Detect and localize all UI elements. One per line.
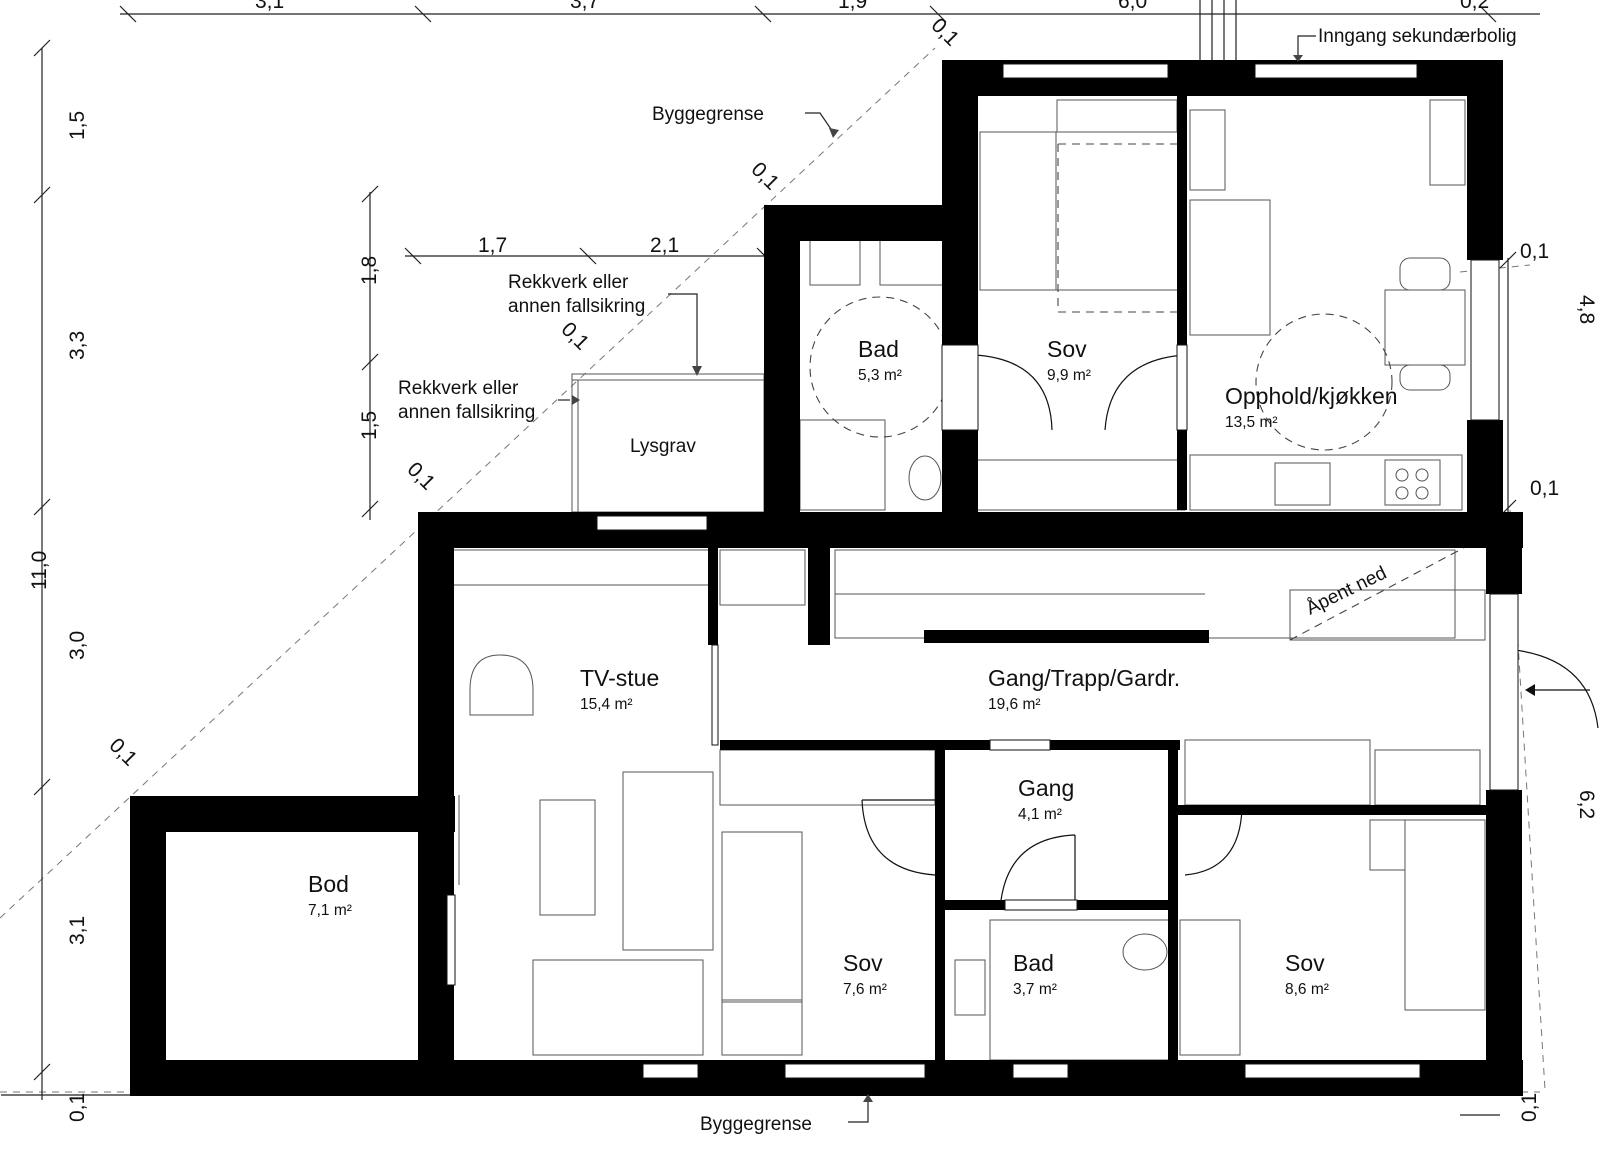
room-gang-area: 4,1 m² <box>1018 806 1062 823</box>
dim-left-5: 0,1 <box>66 1093 89 1122</box>
dim-upper-2: 2,1 <box>650 234 679 257</box>
dim-top-3: 1,9 <box>838 0 867 13</box>
dim-right-3: 0,1 <box>1518 1093 1541 1122</box>
rekkverk-1-line-b: annen fallsikring <box>508 296 645 317</box>
dimension-labels: 3,1 3,7 1,9 6,0 0,2 1,7 2,1 1,5 3,3 11,0… <box>28 0 1598 1122</box>
room-bod-name: Bod <box>308 871 349 897</box>
room-bod-area: 7,1 m² <box>308 902 352 919</box>
room-sov-b-area: 8,6 m² <box>1285 981 1329 998</box>
room-bad-top-name: Bad <box>858 336 899 362</box>
dim-left-4: 3,1 <box>66 916 89 945</box>
dim-off-5: 0,1 <box>105 734 142 771</box>
room-opphold-name: Opphold/kjøkken <box>1225 383 1398 409</box>
byggegrense-bottom-label: Byggegrense <box>700 1114 812 1135</box>
dim-mid-1: 1,8 <box>358 256 381 285</box>
room-sov-a-area: 7,6 m² <box>843 981 887 998</box>
inngang-label: Inngang sekundærbolig <box>1318 26 1517 47</box>
room-sov-top-area: 9,9 m² <box>1047 367 1091 384</box>
room-sov-b-name: Sov <box>1285 950 1325 976</box>
dim-off-1: 0,1 <box>927 14 964 51</box>
setback-lines <box>0 47 1546 1093</box>
dim-mid-2: 1,5 <box>358 411 381 440</box>
dim-off-6: 0,1 <box>1520 240 1549 263</box>
dim-left-total: 11,0 <box>28 551 51 590</box>
room-opphold-area: 13,5 m² <box>1225 414 1278 431</box>
room-bad-top-area: 5,3 m² <box>858 367 902 384</box>
room-tvstue-area: 15,4 m² <box>580 696 633 713</box>
walls <box>130 60 1523 1096</box>
apent-ned-label: Åpent ned <box>1303 563 1390 620</box>
lysgrav-label: Lysgrav <box>630 436 696 457</box>
dim-right-2: 6,2 <box>1575 790 1598 819</box>
dim-top-4: 6,0 <box>1118 0 1147 13</box>
rekkverk-2-line-a: Rekkverk eller <box>398 378 519 399</box>
annotations: Byggegrense Rekkverk eller annen fallsik… <box>398 26 1517 1135</box>
room-bad-small-area: 3,7 m² <box>1013 981 1057 998</box>
rekkverk-2-line-b: annen fallsikring <box>398 402 535 423</box>
dim-top-5: 0,2 <box>1460 0 1489 13</box>
room-bad-small-name: Bad <box>1013 950 1054 976</box>
dim-off-3: 0,1 <box>557 318 594 355</box>
dim-upper-1: 1,7 <box>478 234 507 257</box>
room-sov-top-name: Sov <box>1047 336 1087 362</box>
dim-off-7: 0,1 <box>1530 477 1559 500</box>
entrance-arrow <box>1525 684 1590 696</box>
dim-off-2: 0,1 <box>747 158 784 195</box>
dim-left-1: 1,5 <box>66 111 89 140</box>
dimension-lines <box>1 0 1540 1116</box>
room-gang-trapp-area: 19,6 m² <box>988 696 1041 713</box>
byggegrense-top-label: Byggegrense <box>652 104 764 125</box>
dim-off-4: 0,1 <box>403 458 440 495</box>
dim-left-2: 3,3 <box>66 331 89 360</box>
room-gang-name: Gang <box>1018 775 1074 801</box>
dim-top-1: 3,1 <box>255 0 284 13</box>
dim-top-2: 3,7 <box>570 0 599 13</box>
room-sov-a-name: Sov <box>843 950 883 976</box>
windows <box>446 63 1519 1079</box>
room-tvstue-name: TV-stue <box>580 665 659 691</box>
room-labels: Bad 5,3 m² Sov 9,9 m² Opphold/kjøkken 13… <box>308 336 1398 998</box>
dim-right-1: 4,8 <box>1575 295 1598 324</box>
dim-left-3: 3,0 <box>66 631 89 660</box>
rekkverk-1-line-a: Rekkverk eller <box>508 272 629 293</box>
room-gang-trapp-name: Gang/Trapp/Gardr. <box>988 665 1180 691</box>
